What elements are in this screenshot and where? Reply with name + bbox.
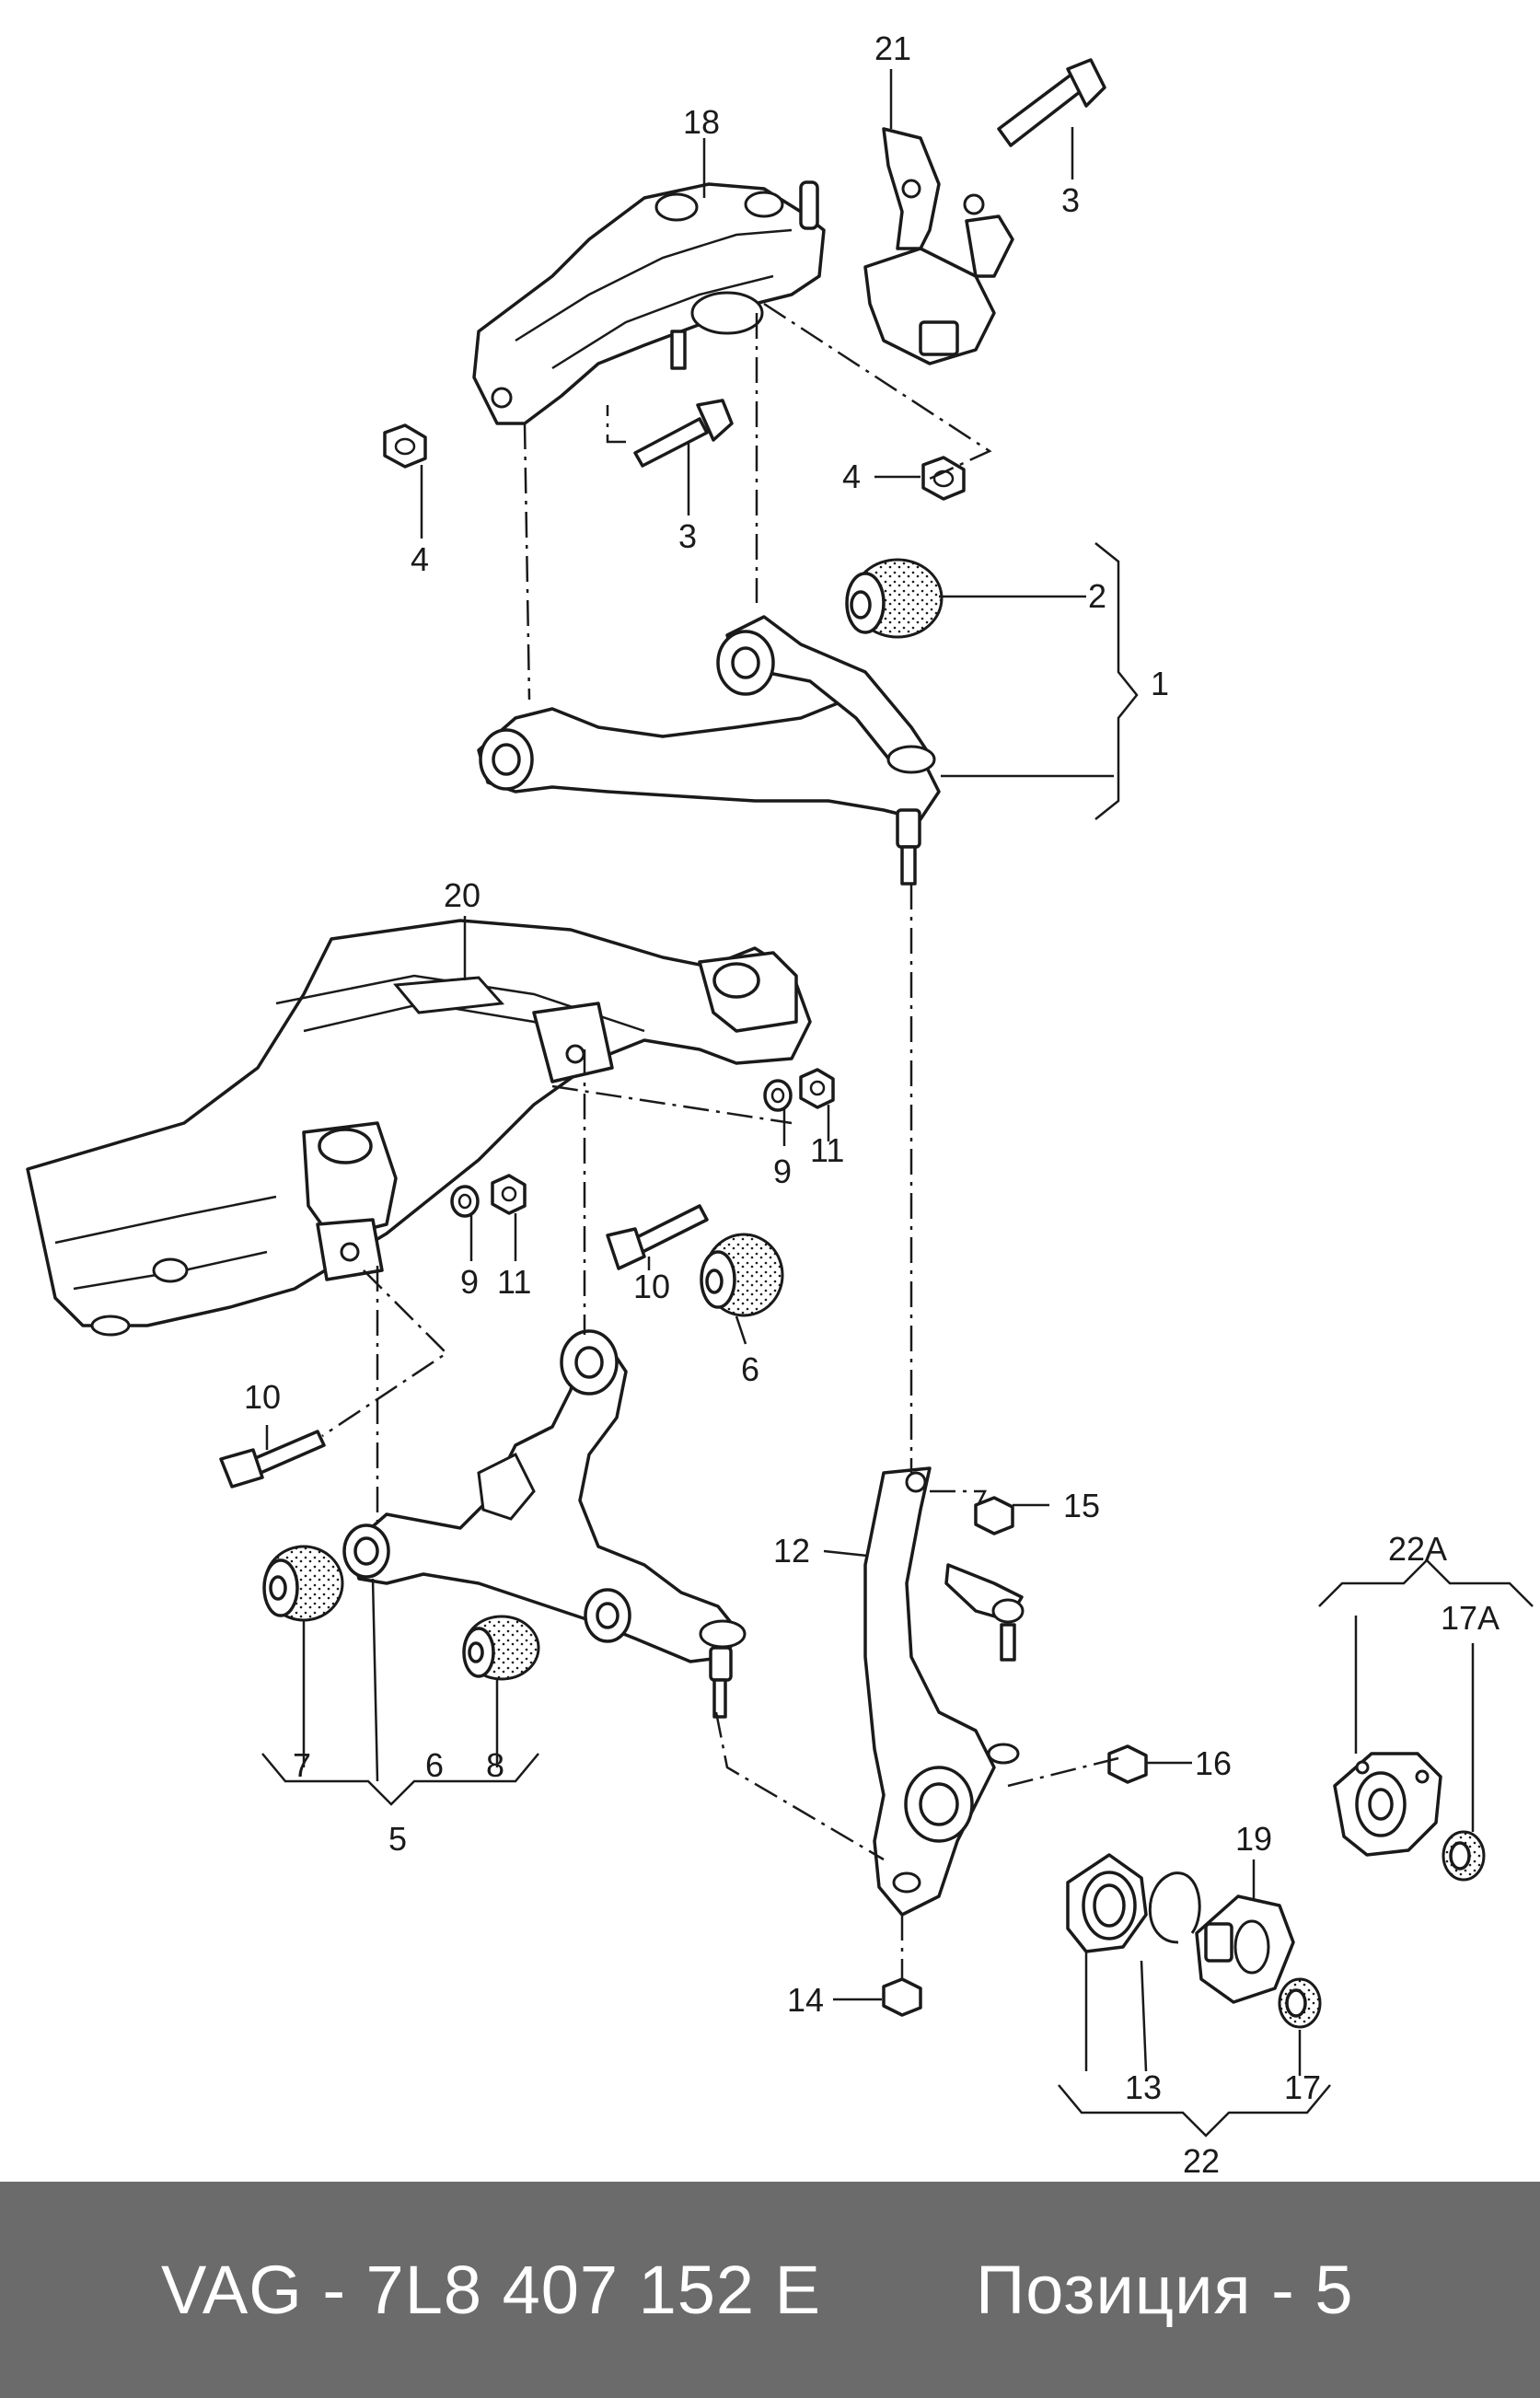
lower-control-arm-part-5	[342, 1329, 747, 1719]
callout-16: 16	[1195, 1744, 1232, 1782]
nut-part-16	[1107, 1744, 1148, 1784]
part-number-banner: VAG - 7L8 407 152 E Позиция - 5	[0, 2182, 1540, 2398]
callout-10-upper: 10	[633, 1268, 670, 1305]
callout-11-right: 11	[810, 1131, 844, 1169]
callout-17: 17	[1284, 2068, 1321, 2106]
callout-2: 2	[1088, 577, 1106, 615]
position-text: Позиция - 5	[976, 2252, 1354, 2328]
nut-part-4-right	[921, 456, 966, 501]
leader-lines	[261, 69, 1534, 2137]
wheel-hub-part-19	[1195, 1894, 1295, 2004]
bolt-part-3-lower	[633, 399, 734, 468]
callout-20: 20	[444, 876, 481, 914]
assembly-lines	[321, 302, 1119, 1979]
circlip-part-13	[1148, 1871, 1201, 1944]
bushing-part-7	[262, 1545, 344, 1622]
callout-4-right: 4	[842, 458, 861, 495]
callout-10-lower: 10	[244, 1378, 281, 1416]
upper-bracket-part-18	[472, 180, 826, 425]
callout-13: 13	[1125, 2068, 1162, 2106]
callout-6-upper: 6	[741, 1350, 759, 1388]
nut-part-11-right	[799, 1068, 835, 1109]
nut-part-11-left	[491, 1174, 527, 1215]
callout-11-left: 11	[497, 1263, 531, 1301]
wheel-bearing	[1066, 1853, 1148, 1953]
bolt-part-10-upper	[606, 1204, 709, 1270]
steering-knuckle-part-12	[863, 1466, 1025, 1917]
hub-assembly-part-22a	[1333, 1752, 1442, 1857]
bushing-part-8	[462, 1615, 540, 1681]
washer-part-9-left	[450, 1185, 480, 1218]
callout-22: 22	[1183, 2142, 1220, 2180]
callout-7: 7	[293, 1746, 311, 1784]
hub-nut-part-17	[1278, 1977, 1322, 2029]
callout-18: 18	[683, 103, 720, 141]
callout-17a: 17A	[1441, 1599, 1499, 1637]
callout-21: 21	[874, 29, 911, 67]
callout-22a: 22A	[1388, 1530, 1447, 1568]
callout-3-lower: 3	[678, 517, 697, 555]
hub-nut-part-17a	[1442, 1830, 1486, 1882]
part-number-text: VAG - 7L8 407 152 E	[161, 2252, 821, 2328]
callout-labels: 21 18 3 4 3 4 2 1 20 9 11 9 11 10 6 10 1…	[244, 29, 1499, 2180]
bushing-part-2	[845, 558, 944, 639]
callout-1: 1	[1151, 665, 1169, 702]
nut-part-4-left	[383, 423, 427, 469]
callout-12: 12	[773, 1532, 810, 1570]
callout-9-right: 9	[773, 1153, 792, 1190]
bushing-part-6-upper	[700, 1233, 784, 1317]
nut-part-15	[974, 1496, 1014, 1535]
callout-6-lower: 6	[425, 1746, 444, 1784]
bolt-part-10-lower	[219, 1430, 326, 1489]
callout-19: 19	[1235, 1820, 1272, 1858]
suspension-exploded-diagram: 21 18 3 4 3 4 2 1 20 9 11 9 11 10 6 10 1…	[26, 29, 1534, 2180]
upper-control-arm-part-1	[477, 615, 941, 886]
level-sensor-part-21	[863, 127, 1014, 365]
subframe-part-20	[26, 919, 812, 1337]
bolt-part-3-upper	[997, 58, 1106, 147]
washer-part-9-right	[763, 1079, 793, 1112]
callout-3-upper: 3	[1061, 181, 1080, 219]
callout-8: 8	[486, 1746, 504, 1784]
callout-15: 15	[1063, 1487, 1100, 1524]
callout-14: 14	[787, 1981, 824, 2019]
callout-5: 5	[388, 1820, 407, 1858]
nut-part-14	[882, 1977, 922, 2017]
callout-4-left: 4	[411, 540, 429, 578]
callout-9-left: 9	[460, 1263, 479, 1301]
